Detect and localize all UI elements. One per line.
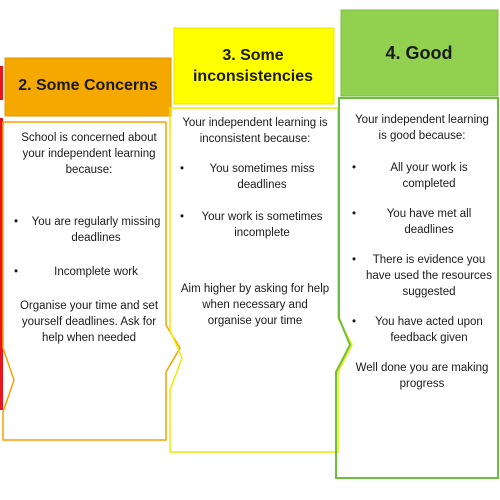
column-2-closing: Organise your time and set yourself dead… [19,300,159,344]
bullet-icon: • [14,216,19,228]
column-2-intro: School is concerned about your independe… [21,132,157,176]
list-item: • There is evidence you have used the re… [352,254,492,298]
red-panel-edge [0,118,3,410]
bullet-icon: • [180,211,185,223]
bullet-icon: • [352,162,357,174]
bullet-icon: • [352,208,357,220]
list-item: • All your work is completed [352,162,468,190]
column-4-closing: Well done you are making progress [355,362,489,390]
column-3-closing: Aim higher by asking for help when neces… [180,283,330,327]
column-4-header-box [340,9,499,97]
bullet-icon: • [180,163,185,175]
column-2-header-box [4,57,172,117]
list-item: • You are regularly missing deadlines [14,216,161,244]
column-3-body: Your independent learning is inconsisten… [180,115,330,329]
bullet-icon: • [14,266,19,278]
column-3-header-box [173,27,335,105]
list-item: • Incomplete work [14,266,138,278]
column-3-bullet-list: • You sometimes miss deadlines • Your wo… [180,161,330,241]
column-2-chevron-outline [2,121,181,441]
column-4-body: Your independent learning is good becaus… [352,112,492,392]
column-4-intro: Your independent learning is good becaus… [355,114,489,142]
list-item: • Your work is sometimes incomplete [180,211,323,239]
column-4-chevron-outline [335,97,499,479]
column-4-bullet-list: • All your work is completed • You have … [352,160,492,346]
column-3-intro: Your independent learning is inconsisten… [182,117,328,145]
column-2-bullet-list: • You are regularly missing deadlines • … [14,214,164,280]
column-4-title: 4. Good [385,42,453,63]
column-2-title: 2. Some Concerns [18,77,158,94]
list-item: • You have acted upon feedback given [352,316,483,344]
column-3-title: 3. Some inconsistencies [192,47,314,85]
bullet-icon: • [352,254,357,266]
column-2-body: School is concerned about your independe… [14,130,164,346]
bullet-icon: • [352,316,357,328]
red-panel-tip [0,66,3,100]
list-item: • You have met all deadlines [352,208,472,236]
list-item: • You sometimes miss deadlines [180,163,315,191]
